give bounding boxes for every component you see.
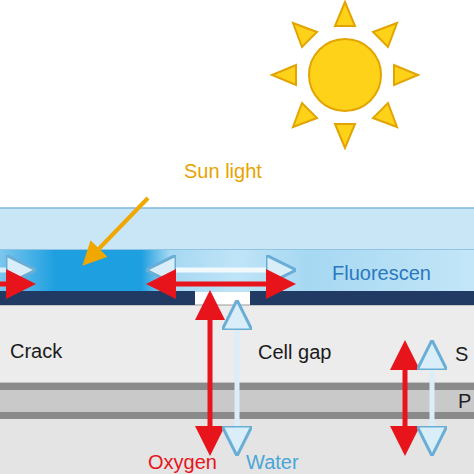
sunlight-arrow [88,198,148,260]
glass-layer [0,208,474,250]
sealing-band: S [0,305,474,383]
fluorescent-band: Fluorescen [0,250,474,292]
back-band: P [0,390,474,412]
gas-label: Water [246,451,299,473]
solar-cell [250,291,474,305]
diffusion-arrows [0,270,286,284]
layer-label: P [458,390,471,412]
feature-label: Cell gap [258,341,331,363]
permeation-arrows [210,300,432,446]
fluorescent-layer [0,250,474,292]
light-label: Sun light [184,160,262,182]
solar-cell [0,291,195,305]
sun-symbol [272,2,418,148]
feature-label: Crack [10,340,62,362]
layer-label: S [455,343,468,365]
layer-label: Fluorescen [332,262,431,284]
gas-label: Oxygen [148,451,217,473]
